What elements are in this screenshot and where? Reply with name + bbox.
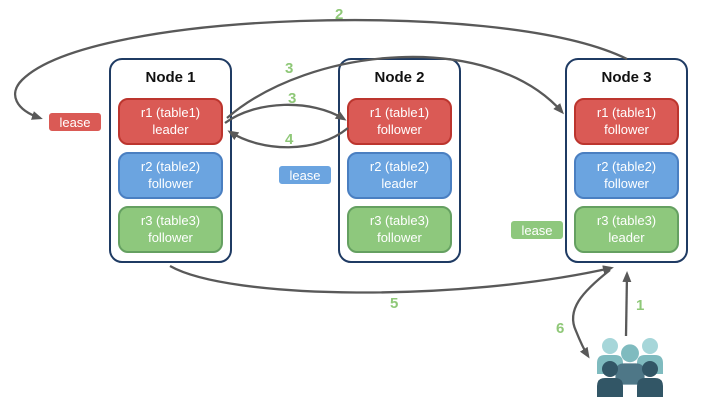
replica-range-label: r2 (table2) [140, 158, 201, 174]
node-1-replica-r2: r2 (table2) follower [118, 152, 223, 199]
lease-tag-table2: lease [277, 164, 333, 186]
arrow-step-6-node3-to-users [571, 269, 611, 359]
node-1-replica-r1: r1 (table1) leader [118, 98, 223, 145]
step-label-6: 6 [556, 320, 565, 337]
node-2-replica-r2: r2 (table2) leader [347, 152, 452, 199]
step-label-5: 5 [390, 295, 399, 312]
node-3-replica-r1: r1 (table1) follower [574, 98, 679, 145]
step-label-3a: 3 [285, 60, 294, 77]
replica-role-label: follower [377, 229, 422, 245]
step-label-3b: 3 [288, 90, 297, 107]
replica-role-label: follower [604, 121, 649, 137]
replica-range-label: r1 (table1) [596, 104, 657, 120]
lease-tag-table3: lease [509, 219, 565, 241]
node-1-replica-r3: r3 (table3) follower [118, 206, 223, 253]
lease-tag-table1: lease [47, 111, 103, 133]
replica-role-label: leader [381, 175, 418, 191]
replica-role-label: leader [608, 229, 645, 245]
step-label-2: 2 [335, 6, 344, 23]
replica-role-label: follower [148, 175, 193, 191]
node-2-title: Node 2 [374, 69, 425, 86]
step-label-4: 4 [285, 131, 294, 148]
replica-range-label: r3 (table3) [140, 212, 201, 228]
replica-range-label: r2 (table2) [369, 158, 430, 174]
node-3-replica-r3: r3 (table3) leader [574, 206, 679, 253]
replica-role-label: follower [604, 175, 649, 191]
node-2-replica-r3: r3 (table3) follower [347, 206, 452, 253]
replica-range-label: r1 (table1) [369, 104, 430, 120]
replica-role-label: follower [377, 121, 422, 137]
replica-role-label: follower [148, 229, 193, 245]
replica-range-label: r3 (table3) [369, 212, 430, 228]
node-3-replica-r2: r2 (table2) follower [574, 152, 679, 199]
step-label-1: 1 [636, 297, 645, 314]
arrow-step-2-node3-to-lease1 [14, 18, 628, 120]
arrow-step-1-users-to-node3 [622, 271, 632, 337]
node-2: Node 2 r1 (table1) follower r2 (table2) … [338, 58, 461, 263]
replica-range-label: r1 (table1) [140, 104, 201, 120]
arrow-step-5-node1-to-node3 [169, 264, 614, 294]
node-1: Node 1 r1 (table1) leader r2 (table2) fo… [109, 58, 232, 263]
node-3-title: Node 3 [601, 69, 652, 86]
replica-role-label: leader [152, 121, 189, 137]
replica-range-label: r2 (table2) [596, 158, 657, 174]
node-1-title: Node 1 [145, 69, 196, 86]
replica-range-label: r3 (table3) [596, 212, 657, 228]
node-3: Node 3 r1 (table1) follower r2 (table2) … [565, 58, 688, 263]
users-icon [597, 338, 663, 397]
arrow-step-3-node1-to-node2 [224, 103, 347, 124]
node-2-replica-r1: r1 (table1) follower [347, 98, 452, 145]
